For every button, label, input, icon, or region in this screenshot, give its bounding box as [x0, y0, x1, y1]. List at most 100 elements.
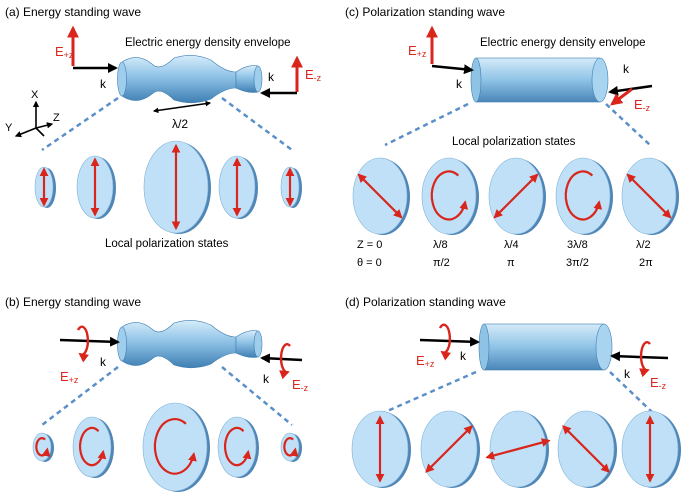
e-plus-z-label: E+z — [416, 353, 435, 369]
polarization-disk — [217, 416, 259, 478]
polarization-disk — [352, 157, 410, 235]
theta-value: π/2 — [433, 257, 450, 269]
linear-polarization-arrow-icon — [562, 425, 610, 473]
polarization-disk — [621, 410, 681, 488]
k-left-label: k — [456, 77, 463, 91]
polarization-disk — [280, 432, 302, 462]
connector-dash — [41, 366, 119, 426]
e-minus-z-circular-icon — [639, 341, 651, 378]
e-minus-z-label: E-z — [305, 67, 322, 83]
panel-c-local-label: Local polarization states — [452, 136, 576, 148]
polarization-disk — [485, 410, 551, 488]
polarization-disk — [34, 166, 56, 208]
panel-a-title: (a) Energy standing wave — [5, 5, 141, 19]
e-minus-z-arrow-icon — [610, 87, 633, 106]
panel-a-local-label: Local polarization states — [105, 238, 229, 250]
z-value: Z = 0 — [357, 239, 382, 251]
k-right-label: k — [263, 372, 270, 386]
polarization-disk — [351, 410, 411, 488]
theta-value: π — [507, 257, 515, 269]
circular-polarization-arrow-icon — [283, 437, 299, 457]
polarization-disk — [555, 157, 613, 235]
panel-b-title: (b) Energy standing wave — [5, 295, 141, 309]
theta-row: θ = 0 π/2 π 3π/2 2π — [357, 257, 653, 269]
energy-envelope-cylinder-d — [478, 323, 613, 371]
polarization-disk — [32, 432, 54, 462]
polarization-disk — [76, 155, 116, 219]
axis-x-label: X — [31, 89, 39, 101]
axis-y-label: Y — [5, 122, 13, 134]
k-right-label: k — [268, 70, 275, 84]
panel-c-envelope-label: Electric energy density envelope — [480, 37, 646, 49]
polarization-disks-c — [352, 157, 679, 235]
connector-dash — [41, 96, 119, 152]
k-right-label: k — [624, 367, 631, 381]
e-minus-z-label: E-z — [650, 375, 667, 391]
k-left-arrow-icon — [431, 64, 474, 75]
z-value: λ/4 — [504, 239, 519, 251]
connector-dash — [605, 103, 651, 146]
energy-envelope-b — [117, 320, 263, 369]
linear-polarization-arrow-icon — [485, 438, 551, 460]
linear-polarization-arrow-icon — [357, 173, 403, 219]
circular-polarization-arrow-icon — [564, 170, 603, 221]
k-left-label: k — [460, 349, 467, 363]
k-left-label: k — [100, 77, 107, 91]
polarization-disks-a — [34, 140, 302, 234]
linear-polarization-arrow-icon — [425, 425, 473, 473]
theta-value: θ = 0 — [357, 257, 382, 269]
panel-c: (c) Polarization standing wave Electric … — [345, 5, 679, 269]
circular-polarization-arrow-icon — [35, 437, 51, 457]
panel-a-envelope-label: Electric energy density envelope — [125, 37, 291, 49]
z-value: λ/2 — [636, 239, 651, 251]
panel-b: (b) Energy standing wave E+z k E-z k — [5, 295, 309, 492]
polarization-disk — [142, 402, 210, 492]
connector-dash — [221, 366, 293, 426]
coordinate-axes-icon — [14, 100, 54, 138]
wavelength-label: λ/2 — [172, 117, 188, 131]
polarization-disk — [621, 157, 679, 235]
e-plus-z-label: E+z — [55, 44, 74, 60]
polarization-disk — [218, 155, 258, 219]
e-minus-z-circular-icon — [279, 343, 291, 380]
e-plus-z-circular-icon — [76, 325, 90, 363]
theta-value: 2π — [639, 257, 653, 269]
polarization-disks-d — [351, 410, 681, 488]
polarization-disk — [72, 416, 114, 478]
polarization-disk — [488, 157, 546, 235]
energy-envelope-cylinder-c — [470, 57, 609, 103]
panel-c-title: (c) Polarization standing wave — [345, 5, 505, 19]
e-minus-z-label: E-z — [634, 97, 651, 113]
k-right-label: k — [623, 62, 630, 76]
theta-value: 3π/2 — [566, 257, 589, 269]
circular-polarization-arrow-icon — [224, 426, 252, 467]
linear-polarization-arrow-icon — [626, 173, 672, 219]
connector-dash — [384, 370, 477, 414]
polarization-disk — [143, 140, 211, 234]
polarization-disk — [557, 410, 617, 488]
circular-polarization-arrow-icon — [153, 418, 197, 475]
z-position-row: Z = 0 λ/8 λ/4 3λ/8 λ/2 — [357, 239, 651, 251]
energy-envelope-a — [117, 55, 263, 104]
e-plus-z-circular-icon — [438, 323, 452, 361]
polarization-disks-b — [32, 402, 302, 492]
z-value: λ/8 — [433, 239, 448, 251]
circular-polarization-arrow-icon — [79, 426, 107, 467]
axis-z-label: Z — [53, 112, 60, 124]
connector-dash — [384, 102, 469, 147]
panel-d: (d) Polarization standing wave E+z k E-z… — [345, 295, 681, 488]
polarization-disk — [280, 166, 302, 208]
e-plus-z-label: E+z — [60, 369, 79, 385]
panel-a: (a) Energy standing wave Electric energy… — [5, 5, 322, 250]
k-left-label: k — [100, 355, 107, 369]
half-wavelength-arrow-icon — [152, 100, 212, 114]
connector-dash — [609, 371, 653, 413]
panel-d-title: (d) Polarization standing wave — [345, 295, 506, 309]
e-minus-z-label: E-z — [292, 377, 309, 393]
z-value: 3λ/8 — [567, 239, 588, 251]
e-plus-z-label: E+z — [408, 43, 427, 59]
circular-polarization-arrow-icon — [430, 170, 469, 221]
connector-dash — [221, 96, 293, 152]
linear-polarization-arrow-icon — [493, 173, 539, 219]
